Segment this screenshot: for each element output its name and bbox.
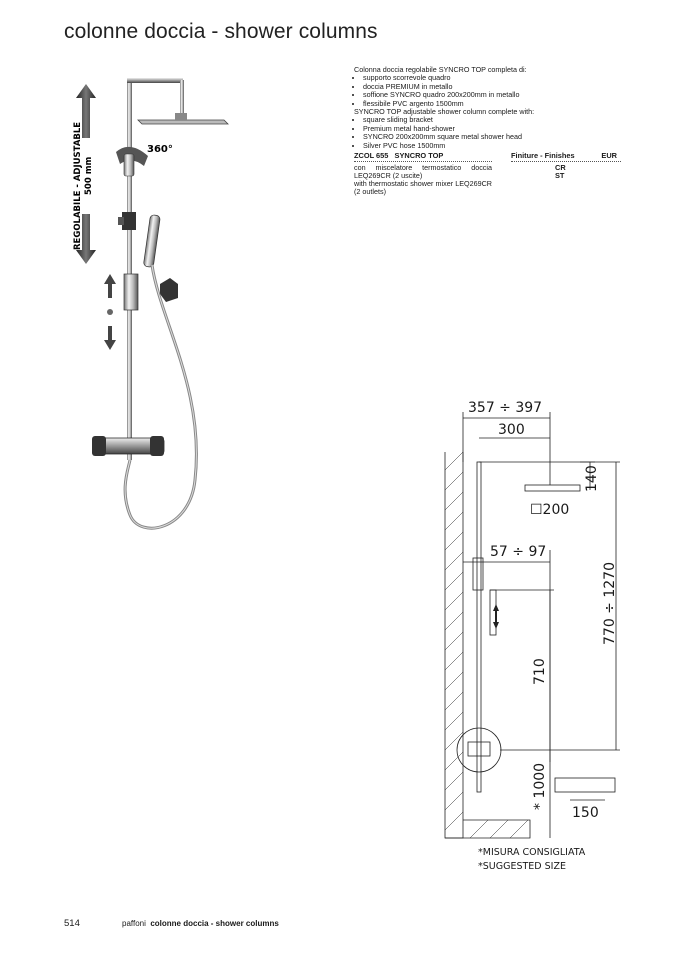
footer-section: colonne doccia - shower columns <box>150 919 279 928</box>
list-item: supporto scorrevole quadro <box>363 73 544 82</box>
dim-label-arm-range: 357 ÷ 397 <box>468 400 542 416</box>
currency-label: EUR <box>601 151 617 160</box>
product-variant-description: con miscelatore termostatico doccia LEQ2… <box>354 163 492 197</box>
arrow-up-icon <box>76 84 96 138</box>
description-en-intro: SYNCRO TOP adjustable shower column comp… <box>354 107 535 117</box>
description-en-list: square sliding bracket Premium metal han… <box>354 116 544 150</box>
dim-bracket-offset <box>463 550 551 762</box>
footer-brand: paffoni <box>122 919 146 928</box>
finishes-label: Finiture - Finishes <box>511 151 575 160</box>
shower-head <box>137 119 229 125</box>
hand-shower <box>143 214 161 268</box>
adjustable-label: REGOLABILE - ADJUSTABLE <box>73 122 83 250</box>
note-suggested-en: *SUGGESTED SIZE <box>478 861 566 872</box>
finishes-list: CR ST <box>555 164 566 180</box>
product-code-row: ZCOL 655 SYNCRO TOP <box>354 151 492 162</box>
wall-outline <box>444 452 464 839</box>
variant-desc-it: con miscelatore termostatico doccia LEQ2… <box>354 163 492 181</box>
list-item: SYNCRO 200x200mm square metal shower hea… <box>363 132 544 141</box>
sliding-bracket <box>122 212 136 230</box>
page-title: colonne doccia - shower columns <box>64 20 378 43</box>
page-number: 514 <box>64 918 80 929</box>
head-joint <box>175 113 187 120</box>
dim-label-mixer-height: * 1000 <box>532 763 548 810</box>
head-drawing <box>524 484 581 492</box>
finish-code: CR <box>555 163 566 172</box>
finishes-header: Finiture - Finishes EUR <box>511 151 621 162</box>
footer-text: paffoni colonne doccia - shower columns <box>122 919 279 928</box>
dim-label-head-height: 140 <box>584 465 600 492</box>
bracket-knob <box>118 217 124 225</box>
dim-mixer-height <box>500 749 620 838</box>
description-it-list: supporto scorrevole quadro doccia PREMIU… <box>354 73 544 108</box>
dim-label-arm: 300 <box>498 422 525 438</box>
hand-shower-holder <box>123 273 139 311</box>
rotation-label: 360° <box>147 144 173 155</box>
column-pipe <box>127 80 132 460</box>
list-item: flessibile PVC argento 1500mm <box>363 99 544 108</box>
holder-detail <box>160 278 178 302</box>
floor-outline <box>445 819 531 839</box>
shower-arm <box>127 78 183 83</box>
slide-up-arrow-icon <box>104 274 116 298</box>
note-suggested-it: *MISURA CONSIGLIATA <box>478 847 586 858</box>
dim-label-column-height: 770 ÷ 1270 <box>602 562 618 645</box>
product-code: ZCOL 655 <box>354 151 389 160</box>
arm-drawing <box>479 461 551 485</box>
technical-drawing: 357 ÷ 397 300 140 ☐200 57 ÷ 97 770 ÷ 127… <box>444 400 620 872</box>
adjustable-range: 500 mm <box>84 156 94 195</box>
column-drawing <box>476 461 482 793</box>
list-item: doccia PREMIUM in metallo <box>363 82 544 91</box>
slide-down-arrow-icon <box>104 326 116 350</box>
arrow-down-icon <box>76 214 96 264</box>
dim-slide <box>490 589 554 750</box>
head-drop-pipe <box>180 80 184 114</box>
slide-marker-icon <box>107 309 113 315</box>
list-item: square sliding bracket <box>363 116 544 125</box>
mixer-handle-right <box>150 436 164 456</box>
dim-column-height <box>580 461 620 750</box>
variant-desc-en: with thermostatic shower mixer LEQ269CR … <box>354 179 492 197</box>
list-item: Silver PVC hose 1500mm <box>363 141 544 150</box>
dim-label-head-size: ☐200 <box>530 502 569 518</box>
mixer-handle-left <box>92 436 106 456</box>
bracket-drawing <box>472 557 484 591</box>
column-joint <box>123 153 135 177</box>
product-name: SYNCRO TOP <box>394 151 444 160</box>
dim-label-slide: 710 <box>532 658 548 685</box>
description-it-intro: Colonna doccia regolabile SYNCRO TOP com… <box>354 65 527 74</box>
mixer-body-drawing <box>467 741 491 757</box>
slide-arrow-icon <box>493 604 499 629</box>
product-description: Colonna doccia regolabile SYNCRO TOP com… <box>354 65 544 150</box>
list-item: soffione SYNCRO quadro 200x200mm in meta… <box>363 90 544 99</box>
dim-label-mixer-width: 150 <box>572 805 599 821</box>
finish-code: ST <box>555 170 565 180</box>
product-illustration: 360° REGOLABILE - ADJUSTABLE 500 mm <box>73 78 229 530</box>
wall-hatching <box>444 451 529 839</box>
list-item: Premium metal hand-shower <box>363 124 544 133</box>
dim-label-bracket-offset: 57 ÷ 97 <box>490 544 546 560</box>
mixer-side-view <box>554 777 616 793</box>
dim-arm-range <box>462 412 551 462</box>
